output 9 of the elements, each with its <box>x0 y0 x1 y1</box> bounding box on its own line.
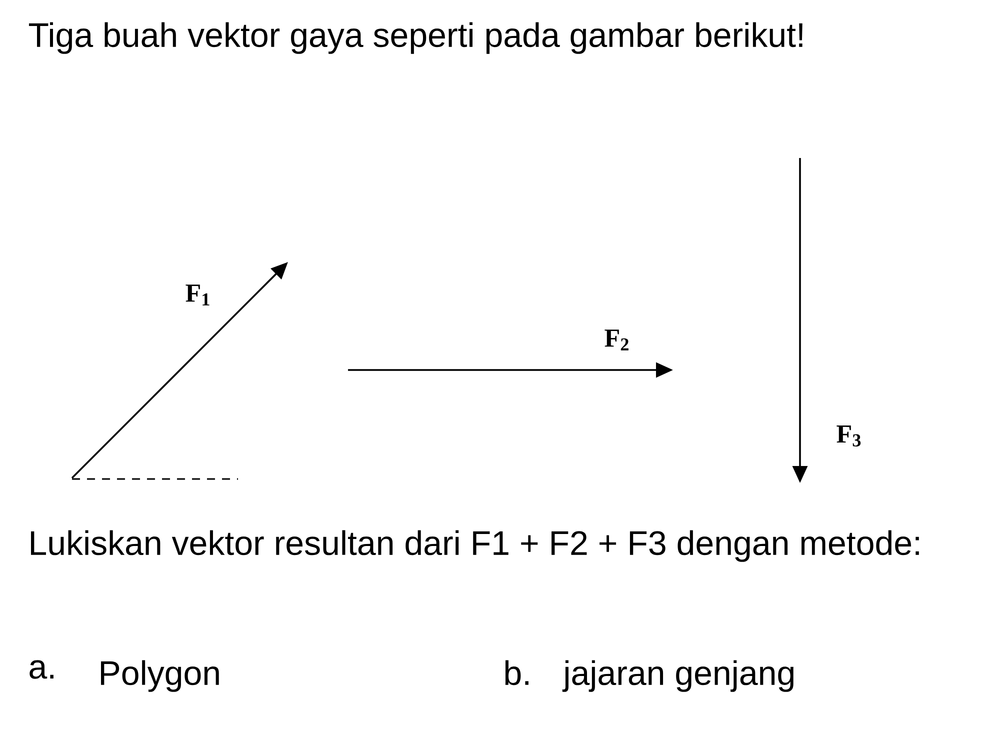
option-label: a. <box>30 660 54 679</box>
question-text: Lukiskan vektor resultan dari F1 + F2 + F3 dengan metode: <box>31 530 919 562</box>
vector-label: F$_{3}$ <box>836 426 861 446</box>
option-label: b. <box>505 660 528 686</box>
vector-label: F$_{2}$ <box>604 330 628 350</box>
vector-label: F$_{1}$ <box>186 284 210 306</box>
option-text: jajaran genjang <box>562 660 794 692</box>
question-text: Tiga buah vektor gaya seperti pada gambar berikut! <box>28 22 802 54</box>
option-text: Polygon <box>101 660 219 692</box>
